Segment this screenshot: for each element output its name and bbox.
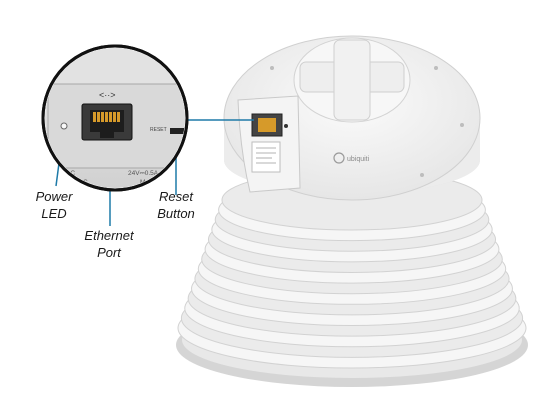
magnified-inset: RESET <··> 24V⎓0.5A GigE 0-165AC AC Ma xyxy=(41,44,189,192)
reset-text: RESET xyxy=(150,127,167,133)
ethernet-port-label: Ethernet Port xyxy=(84,228,134,260)
spec-text-1: 24V⎓0.5A GigE xyxy=(128,170,175,177)
reset-button-label: Reset Button xyxy=(157,189,195,221)
brand-text: ubiquiti xyxy=(347,156,370,163)
power-led-label: Power LED xyxy=(35,189,73,221)
port-door xyxy=(237,95,301,193)
arrows-text: <··> xyxy=(99,90,116,100)
horn-ribs xyxy=(177,169,527,369)
